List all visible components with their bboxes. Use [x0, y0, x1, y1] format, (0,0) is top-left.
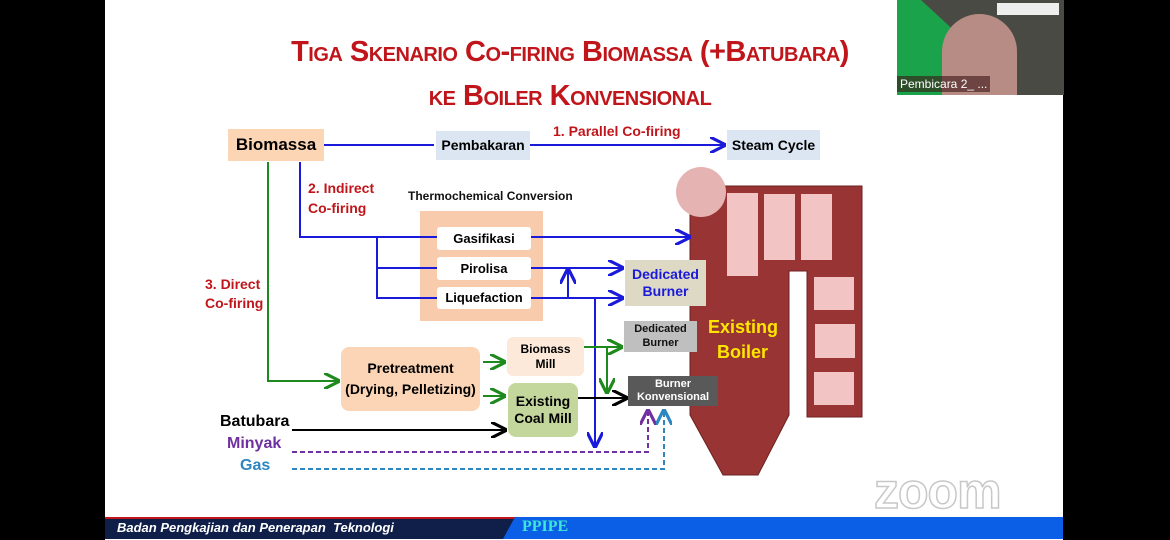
footer-org-name: Badan Pengkajian dan Penerapan Teknologi: [117, 520, 394, 535]
pembakaran-node: Pembakaran: [436, 131, 530, 160]
thermochemical-conversion-label: Thermochemical Conversion: [408, 189, 573, 203]
existing-boiler-shape: [676, 167, 863, 476]
footer-org-panel: Badan Pengkajian dan Penerapan Teknologi: [105, 517, 515, 539]
video-background-logos: [997, 3, 1059, 15]
pretreatment-label: Pretreatment: [367, 360, 454, 377]
parallel-co-firing-label: 1. Parallel Co-firing: [553, 123, 681, 139]
fuel-paths: [292, 398, 664, 470]
liquefaction-node: Liquefaction: [437, 287, 531, 309]
indirect-co-firing-label-1: 2. Indirect: [308, 180, 375, 196]
minyak-label: Minyak: [227, 435, 282, 452]
slide-title-line-2: ke Boiler Konvensional: [428, 80, 712, 112]
batubara-label: Batubara: [220, 413, 290, 430]
pretreatment-node: Pretreatment (Drying, Pelletizing): [341, 347, 480, 411]
gas-label: Gas: [240, 457, 271, 474]
gasifikasi-node: Gasifikasi: [437, 227, 531, 250]
footer-unit-name: PPIPE: [522, 518, 569, 535]
burner-konvensional: Burner Konvensional: [628, 376, 718, 406]
biomass-mill-node: Biomass Mill: [507, 337, 584, 376]
direct-co-firing-label-1: 3. Direct: [205, 276, 261, 292]
indirect-co-firing-label-2: Co-firing: [308, 200, 367, 216]
dedicated-burner-direct: Dedicated Burner: [624, 321, 697, 352]
biomassa-node: Biomassa: [228, 129, 324, 161]
direct-co-firing-label-2: Co-firing: [205, 295, 264, 311]
existing-coal-mill-node: Existing Coal Mill: [508, 383, 578, 437]
indirect-co-firing-paths: [299, 145, 724, 446]
speaker-name-label: Pembicara 2_ ...: [897, 76, 991, 92]
zoom-watermark: zoom: [873, 462, 1002, 520]
dedicated-burner-indirect: Dedicated Burner: [625, 260, 706, 306]
slide-title-line-1: Tiga Skenario Co-firing Biomassa (+Batub…: [291, 36, 849, 68]
existing-boiler-label-1: Existing: [708, 317, 779, 337]
direct-co-firing-paths: [267, 162, 621, 396]
participant-video-tile[interactable]: Pembicara 2_ ...: [897, 0, 1064, 95]
slide-footer-bar: Badan Pengkajian dan Penerapan Teknologi…: [105, 517, 1063, 539]
existing-boiler-label-2: Boiler: [717, 342, 769, 362]
pirolisa-node: Pirolisa: [437, 257, 531, 280]
steam-cycle-node: Steam Cycle: [727, 130, 820, 160]
pretreatment-detail: (Drying, Pelletizing): [345, 381, 476, 397]
